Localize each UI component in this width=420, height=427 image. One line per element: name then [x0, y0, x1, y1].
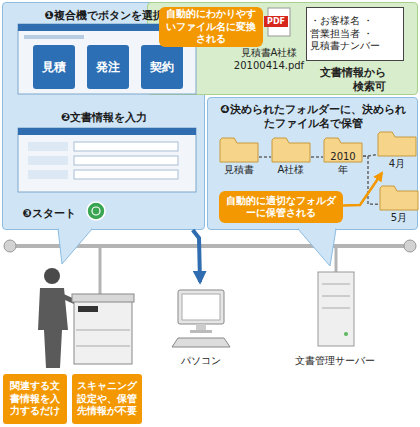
node-text: ・お客様名 ・営業担当者 ・見積書ナンバー [310, 15, 400, 53]
node-text: パソコン [181, 355, 221, 368]
folder-shape [379, 183, 419, 211]
person-head [44, 268, 60, 284]
folder-icon: 4月 [377, 129, 417, 173]
connector [363, 156, 379, 204]
folder-icon: A社様 [271, 135, 311, 179]
output-panel: 見積書A社様 20100414.pdf文書情報から検索可 自動的にわかりやすいファ… [147, 2, 418, 95]
node-text: 見積書A社様 20100414.pdf [221, 47, 317, 72]
server-tower [318, 272, 354, 346]
folder-shape [377, 129, 417, 157]
node-text: 4月 [389, 158, 405, 171]
node-text: 2010年 [326, 151, 360, 176]
menu-button: 契約 [141, 45, 183, 89]
folder-shape [271, 135, 311, 163]
benefit-badge: スキャニング設定や、保管先情報が不要 [72, 374, 142, 424]
menu-button: 発注 [87, 45, 129, 89]
folder-outline [272, 138, 310, 162]
storage-panel: ❹決められたフォルダーに、決められたファイル名で保管見積書 A社様 2010年 4月 5… [207, 97, 418, 230]
node-text: スキャニング設定や、保管先情報が不要 [75, 380, 139, 418]
printer-drawer [76, 330, 130, 331]
document-server: 文書管理サーバー [282, 268, 388, 370]
network-drop [335, 246, 338, 272]
node-text: ❹決められたフォルダーに、決められたファイル名で保管 [215, 103, 411, 131]
network-line [10, 244, 410, 248]
node-text: ❸スタート [9, 207, 89, 221]
server-slot [322, 296, 350, 297]
node-text: 発注 [96, 60, 120, 75]
connector [363, 154, 377, 156]
pc-base [190, 330, 212, 333]
multifunction-printer [74, 300, 132, 364]
connector [193, 230, 200, 282]
connector [343, 173, 382, 205]
node-text: 関連する文書情報を入力するだけ [6, 380, 64, 418]
printer-drawer [76, 346, 130, 347]
folder-outline [378, 132, 416, 156]
server-light [344, 332, 348, 336]
pdf-band [264, 16, 288, 27]
computer: パソコン [166, 282, 236, 370]
network-end [404, 240, 416, 252]
printer-scanner [72, 294, 134, 302]
connector [259, 156, 271, 158]
pc-stand [196, 324, 206, 330]
network-drop [99, 246, 102, 296]
node-text: 文書情報から検索可 [312, 66, 386, 94]
folder-outline [220, 138, 258, 162]
callout-tail [298, 229, 336, 266]
folder-icon: 5月 [379, 183, 419, 227]
menu-button: 見積 [33, 45, 75, 89]
connector [311, 156, 323, 158]
person-arm [62, 296, 80, 304]
search-key-note: ・お客様名 ・営業担当者 ・見積書ナンバー [306, 7, 404, 61]
server-slot [322, 284, 350, 285]
node-text: ❷文書情報を入力 [9, 111, 199, 125]
node-text: 自動的にわかりやすいファイル名に変換される [162, 8, 260, 46]
benefit-badge: 関連する文書情報を入力するだけ [3, 374, 67, 424]
node-text: 契約 [150, 60, 174, 75]
pc-monitor [178, 290, 224, 324]
node-text: 文書管理サーバー [295, 355, 375, 368]
server-slot [322, 308, 350, 309]
folder-icon: 2010年 [323, 135, 363, 179]
printer-panel [78, 306, 98, 312]
folder-shape [219, 135, 259, 163]
folder-outline [380, 186, 418, 210]
callout-tail [58, 229, 92, 264]
callout-badge: 自動的にわかりやすいファイル名に変換される [159, 7, 263, 47]
pc-keyboard [172, 338, 230, 347]
network-end [4, 240, 16, 252]
node-text: 見積 [42, 60, 66, 75]
node-text: 見積書 [224, 164, 254, 177]
pc-screen [182, 294, 220, 320]
folder-icon: 見積書 [219, 135, 259, 179]
node-text: 5月 [391, 212, 407, 225]
icon-label: PDF [264, 17, 288, 27]
node-text: 自動的に適切なフォルダーに保管される [222, 195, 340, 220]
person-body [38, 288, 68, 368]
callout-badge: 自動的に適切なフォルダーに保管される [219, 191, 343, 223]
node-text: A社様 [278, 164, 305, 177]
